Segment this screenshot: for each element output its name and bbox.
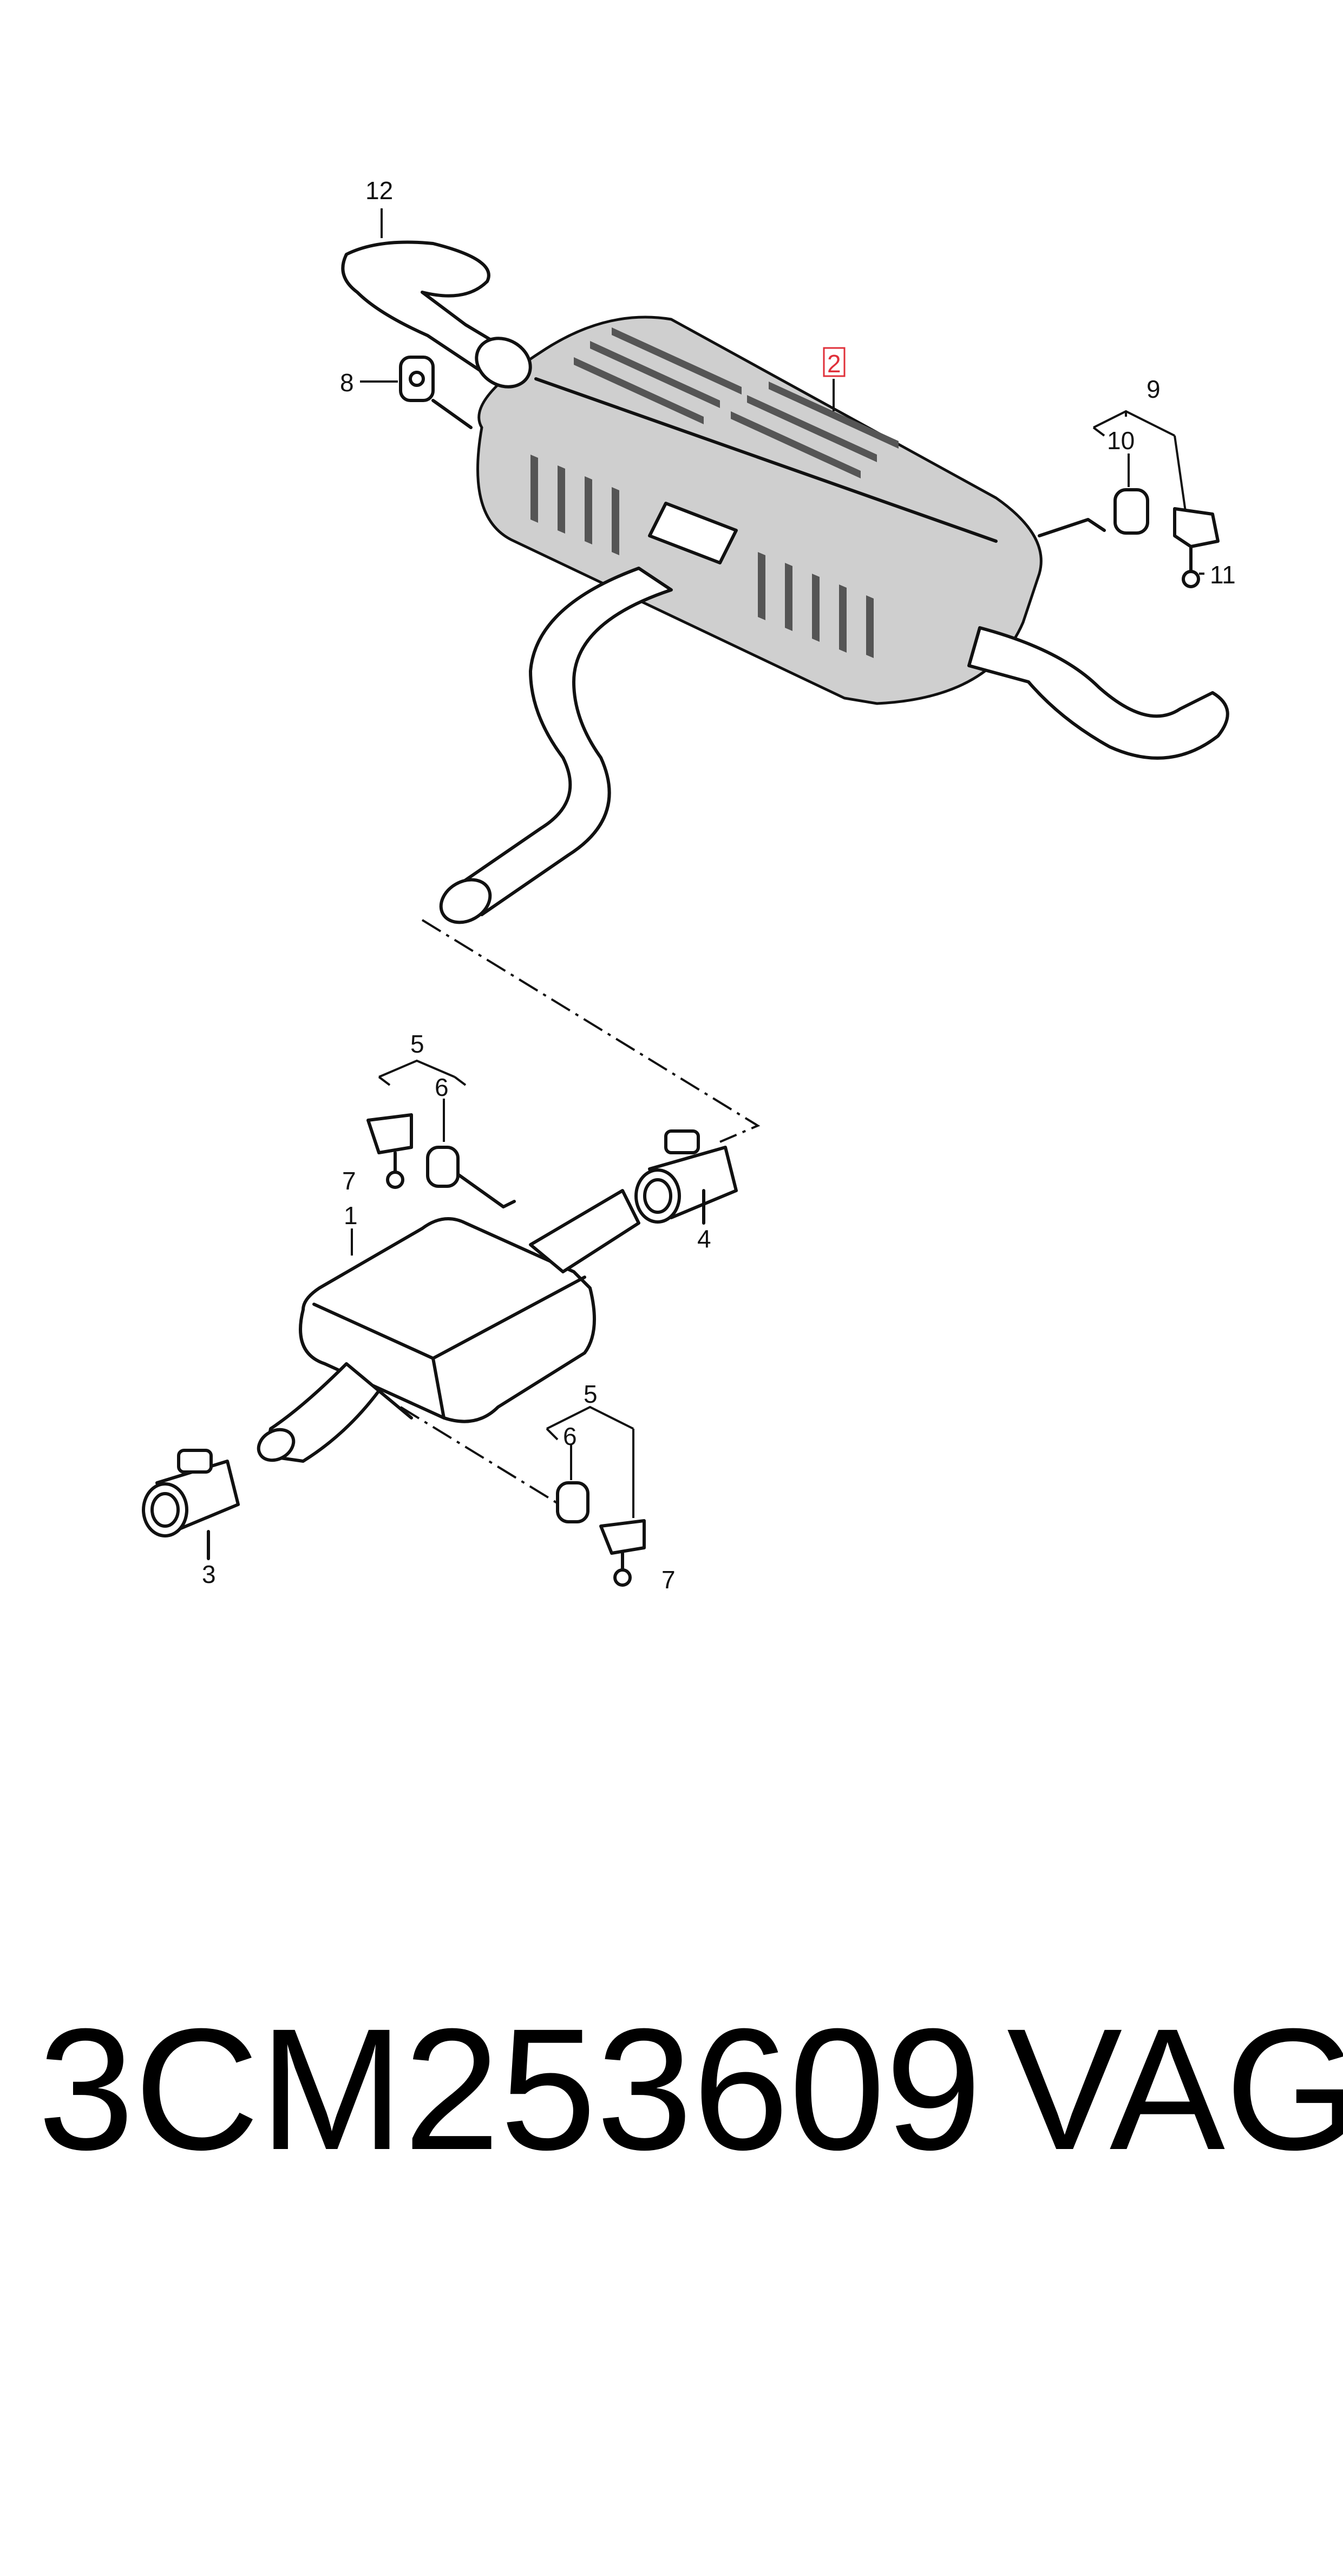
rubber-mount-10	[1113, 488, 1149, 535]
callout-6-lower: 6	[563, 1422, 577, 1450]
callout-labels: 1 2 3 4 5 5 6 6 7 7 8 9 10 11 12	[202, 176, 1236, 1594]
callout-2-highlight-box	[823, 347, 846, 377]
callout-7-upper: 7	[342, 1167, 356, 1195]
callout-1: 1	[344, 1201, 358, 1230]
bolt-7-upper	[386, 1171, 404, 1189]
intermediate-pipe	[453, 567, 673, 916]
tail-pipe	[967, 626, 1229, 760]
clamp-4	[634, 1129, 738, 1225]
bracket-9	[1173, 507, 1220, 548]
front-silencer-body	[299, 1217, 596, 1423]
hanger-bracket-right	[1038, 488, 1220, 588]
clamp-3	[142, 1449, 240, 1560]
hanger-group-lower	[556, 1481, 646, 1587]
bolt-7-lower	[613, 1568, 632, 1587]
front-bend-pipe-end	[475, 337, 532, 389]
brand-name: VAG	[1007, 1992, 1343, 2186]
front-bend-pipe	[341, 240, 521, 380]
callout-6-upper: 6	[435, 1073, 449, 1101]
part-number: 3CM253609	[38, 1992, 982, 2186]
rubber-mount-6-upper	[426, 1146, 460, 1188]
hanger-8	[399, 356, 473, 429]
callout-leaders	[351, 208, 1204, 1518]
front-silencer	[299, 1217, 596, 1423]
rear-silencer-slots	[530, 327, 899, 658]
callout-8: 8	[340, 369, 354, 397]
callout-4: 4	[697, 1225, 711, 1253]
rear-silencer	[476, 316, 1043, 705]
rear-silencer-label-plate	[648, 502, 738, 564]
connection-line	[421, 919, 761, 1143]
bolt-11	[1182, 570, 1200, 588]
callout-9: 9	[1147, 375, 1161, 403]
callout-3: 3	[202, 1560, 216, 1588]
callout-12: 12	[365, 176, 393, 205]
bracket-5-lower	[599, 1519, 646, 1555]
exhaust-exploded-diagram: 1 2 3 4 5 5 6 6 7 7 8 9 10 11 12	[142, 176, 1236, 1594]
caption: 3CM253609 VAG	[38, 1992, 1343, 2186]
connection-line-lower	[399, 1406, 569, 1511]
front-silencer-inlet	[529, 1189, 640, 1273]
intermediate-pipe-end	[439, 878, 492, 924]
callout-11: 11	[1210, 561, 1236, 589]
callout-5-upper: 5	[410, 1030, 424, 1058]
rear-silencer-body	[476, 316, 1043, 705]
callout-10: 10	[1107, 426, 1135, 455]
callout-5-lower: 5	[584, 1380, 598, 1408]
callout-7-lower: 7	[661, 1566, 676, 1594]
hanger-group-upper	[366, 1113, 516, 1208]
callout-2: 2	[827, 350, 841, 378]
bracket-5-upper	[366, 1113, 413, 1154]
rubber-mount-6-lower	[556, 1481, 589, 1523]
